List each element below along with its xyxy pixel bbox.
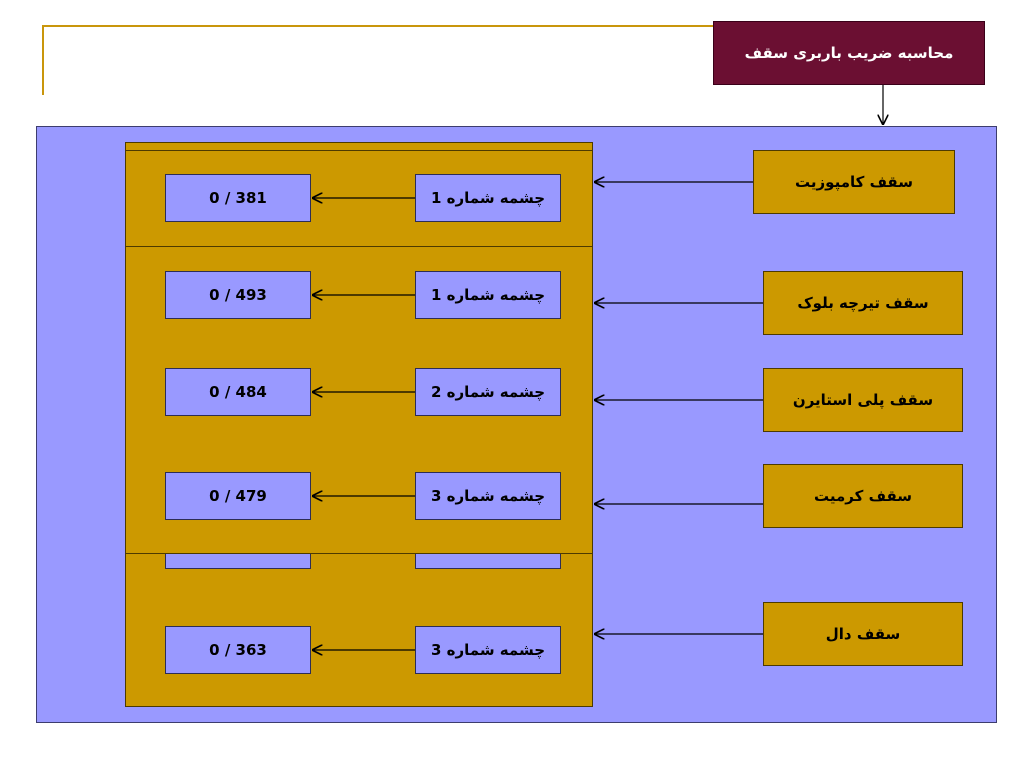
diagram-title: محاسبه ضریب باربری سقف	[713, 21, 985, 85]
span-box-3: چشمه شماره 2	[415, 368, 561, 416]
group-header-line	[125, 150, 593, 151]
category-kermit: سقف کرمیت	[763, 464, 963, 528]
value-box-3: 0 / 484	[165, 368, 311, 416]
value-box-4: 0 / 479	[165, 472, 311, 520]
span-box-2: چشمه شماره 1	[415, 271, 561, 319]
category-slab: سقف دال	[763, 602, 963, 666]
span-box-5: چشمه شماره 3	[415, 626, 561, 674]
span-box-4: چشمه شماره 3	[415, 472, 561, 520]
category-joist-block: سقف تیرچه بلوک	[763, 271, 963, 335]
value-box-5: 0 / 363	[165, 626, 311, 674]
decorative-vertical-line	[42, 25, 44, 95]
category-polystyrene: سقف پلی استایرن	[763, 368, 963, 432]
group-divider	[125, 246, 593, 247]
category-composite: سقف کامپوزیت	[753, 150, 955, 214]
span-box-1: چشمه شماره 1	[415, 174, 561, 222]
value-box-2: 0 / 493	[165, 271, 311, 319]
decorative-horizontal-line	[42, 25, 714, 27]
value-box-1: 0 / 381	[165, 174, 311, 222]
